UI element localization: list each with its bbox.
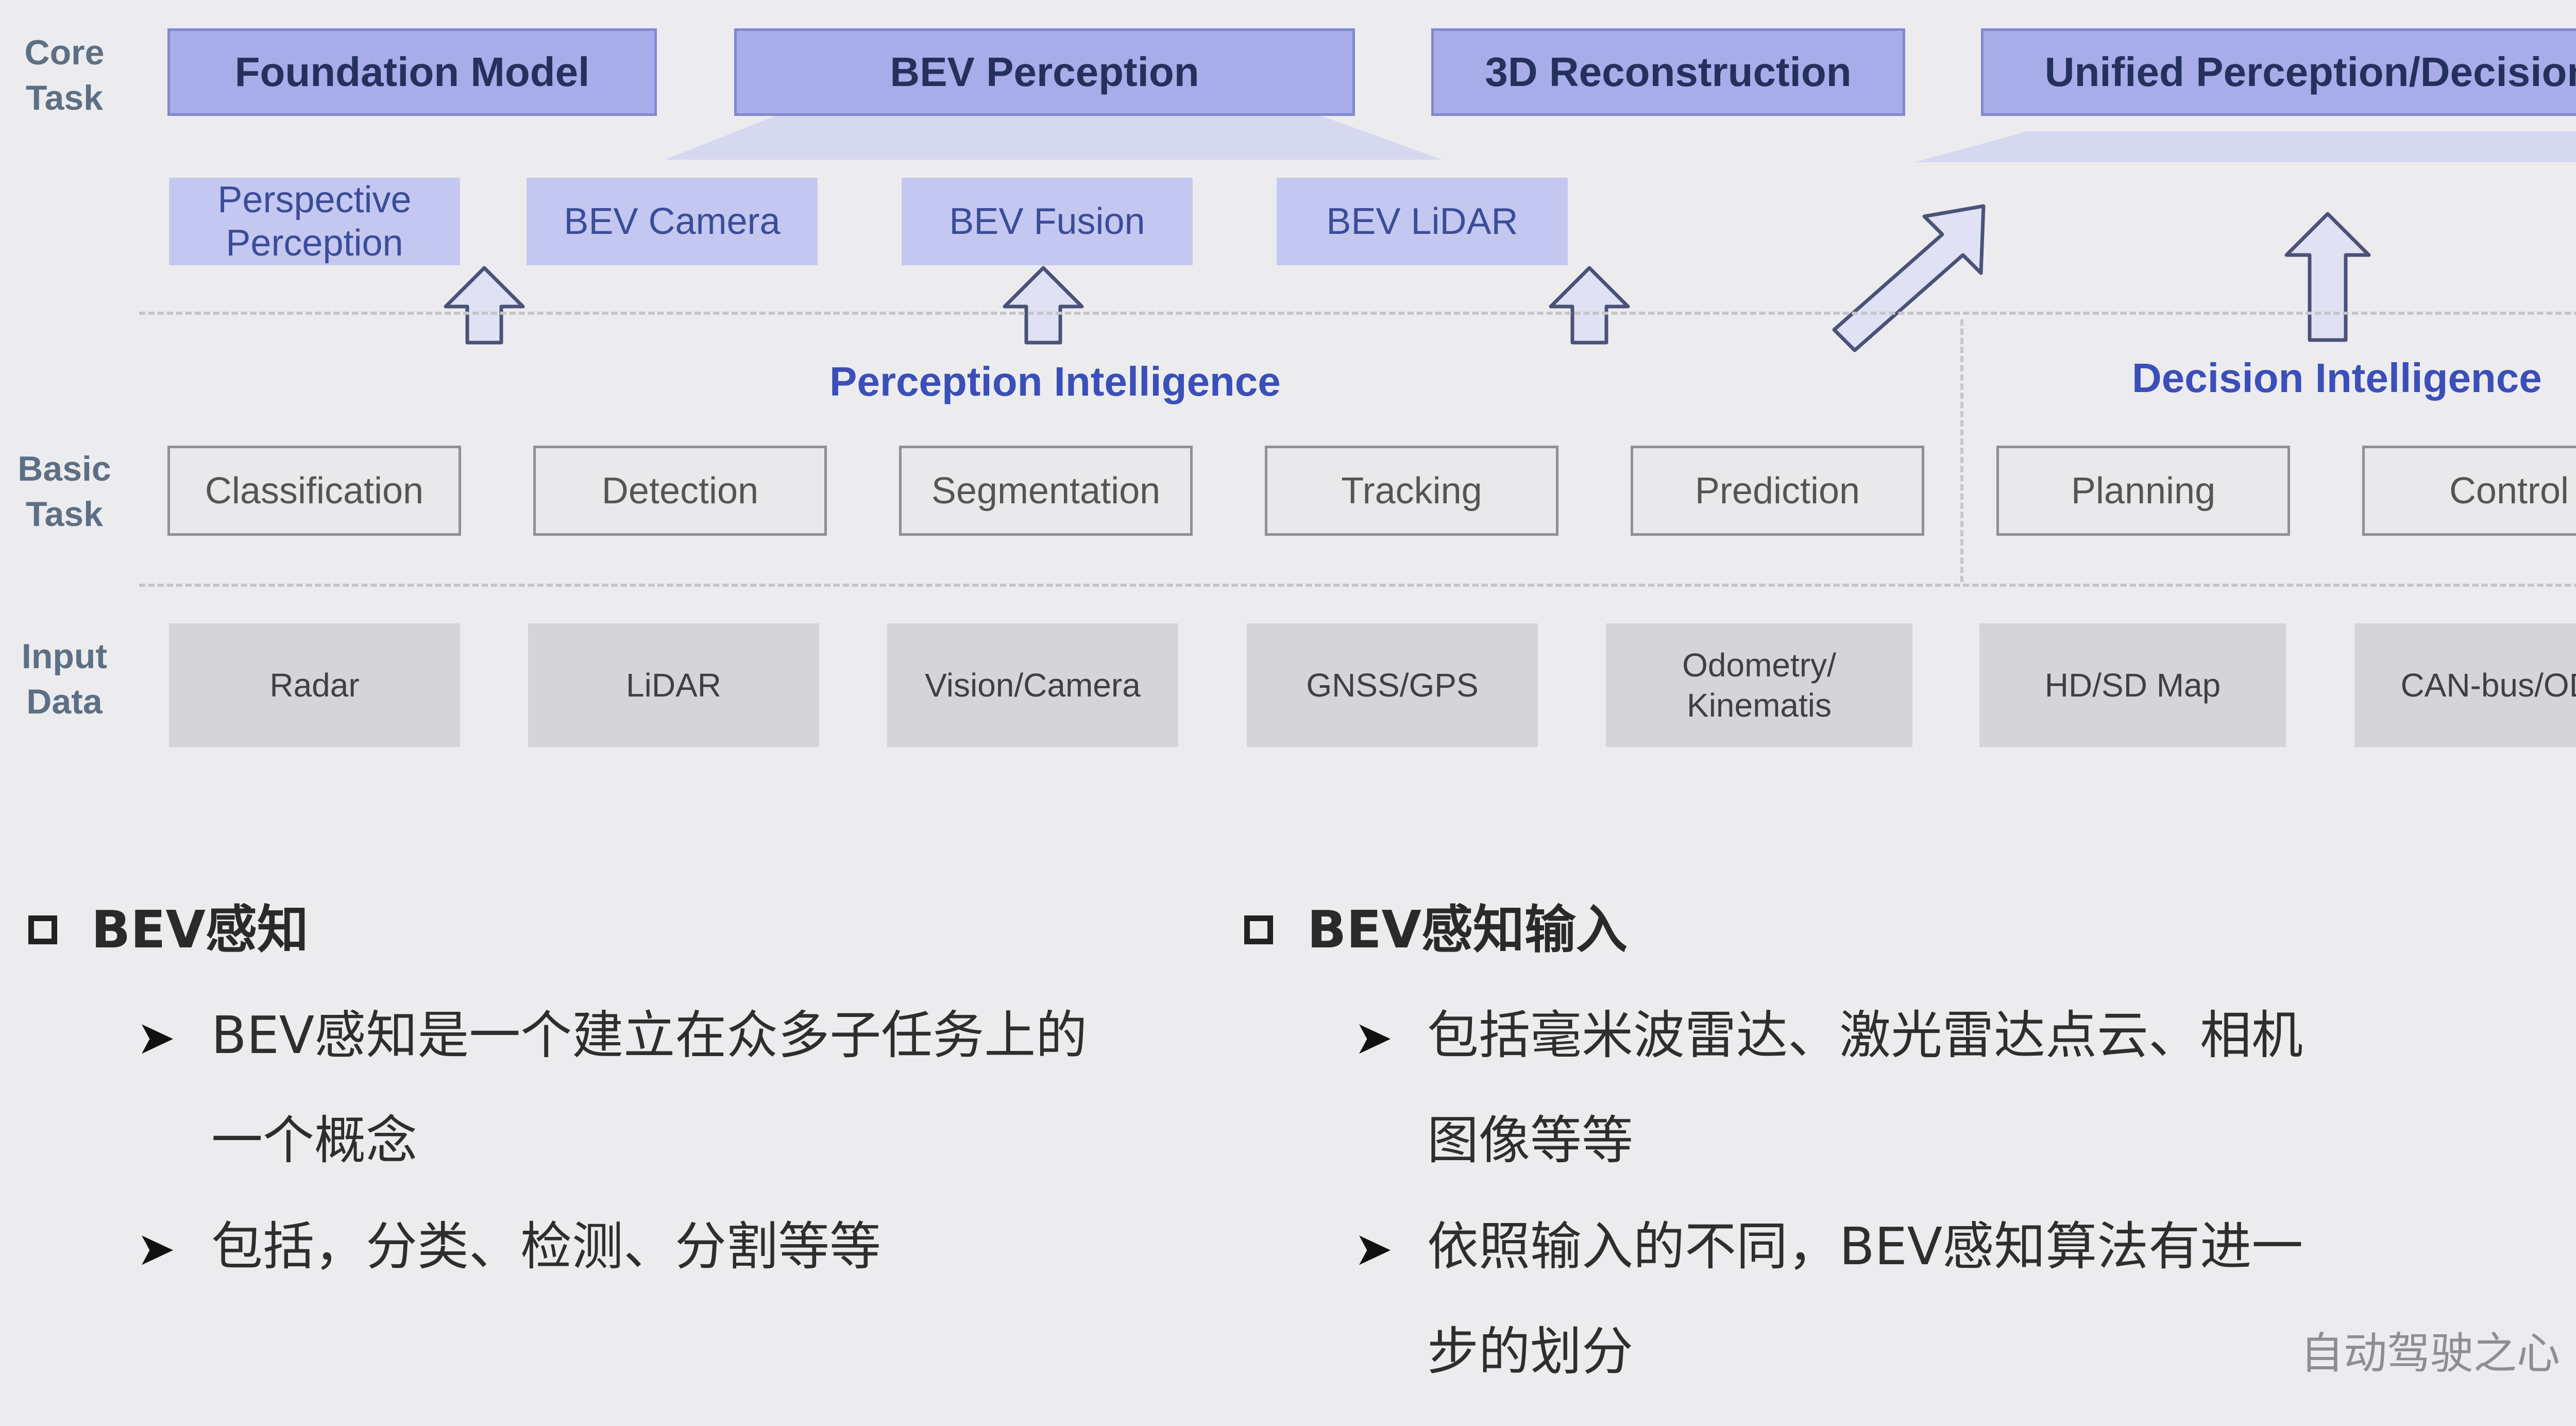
- core-task-bev-perception: BEV Perception: [734, 28, 1355, 116]
- up-arrow-icon: [1549, 266, 1630, 345]
- sub-task-bev-lidar: BEV LiDAR: [1277, 178, 1568, 265]
- right-section-title: BEV感知输入: [1307, 899, 1628, 960]
- up-arrow-icon: [1003, 266, 1084, 345]
- arrow-bullet-icon: ➤: [137, 1011, 176, 1065]
- left-section-heading: BEV感知: [28, 894, 309, 966]
- perception-intelligence-title: Perception Intelligence: [829, 359, 1281, 404]
- basic-task-planning: Planning: [1996, 446, 2290, 536]
- dashed-divider: [139, 312, 2576, 315]
- sub-task-perspective-perception: Perspective Perception: [169, 178, 460, 265]
- input-vision-camera: Vision/Camera: [887, 623, 1178, 747]
- basic-task-segmentation: Segmentation: [899, 446, 1193, 536]
- core-task-brackets: [665, 116, 2576, 162]
- core-task-3d-reconstruction: 3D Reconstruction: [1431, 28, 1905, 116]
- decision-intelligence-title: Decision Intelligence: [2132, 355, 2542, 401]
- right-bullet-1: 包括毫米波雷达、激光雷达点云、相机 图像等等: [1427, 1005, 2303, 1170]
- basic-task-prediction: Prediction: [1631, 446, 1924, 536]
- row-label-input-data: Input Data: [21, 637, 108, 721]
- basic-task-detection: Detection: [533, 446, 827, 536]
- watermark-text: 自动驾驶之心: [2300, 1328, 2561, 1379]
- left-section-title: BEV感知: [91, 899, 309, 960]
- row-label-basic-task: Basic Task: [18, 449, 111, 534]
- arrow-bullet-icon: ➤: [1354, 1011, 1393, 1065]
- input-odometry-kinematis: Odometry/ Kinematis: [1606, 623, 1912, 747]
- bev-perception-bracket: [665, 116, 1443, 160]
- unified-bracket: [1914, 131, 2576, 162]
- diagonal-arrow-icon: [1832, 204, 1986, 352]
- right-section-heading: BEV感知输入: [1244, 894, 1628, 966]
- row-label-core-task: Core Task: [24, 33, 105, 117]
- core-task-foundation-model: Foundation Model: [167, 28, 657, 116]
- dashed-vertical-divider: [1960, 319, 1963, 582]
- left-bullet-2: 包括，分类、检测、分割等等: [211, 1216, 881, 1277]
- sub-task-bev-fusion: BEV Fusion: [902, 178, 1193, 265]
- arrow-bullet-icon: ➤: [137, 1222, 176, 1276]
- checkbox-icon: [1244, 915, 1273, 944]
- basic-task-classification: Classification: [167, 446, 461, 536]
- checkbox-icon: [28, 915, 57, 944]
- dashed-divider: [139, 584, 2576, 587]
- input-radar: Radar: [169, 623, 460, 747]
- core-task-unified-perception-decision: Unified Perception/Decision: [1981, 28, 2576, 116]
- right-bullet-2: 依照输入的不同，BEV感知算法有进一 步的划分: [1427, 1216, 2303, 1382]
- basic-task-control: Control: [2362, 446, 2576, 536]
- up-arrow-icon: [444, 266, 525, 345]
- input-can-bus-odb: CAN-bus/ODB: [2354, 623, 2576, 747]
- basic-task-tracking: Tracking: [1265, 446, 1558, 536]
- sub-task-bev-camera: BEV Camera: [527, 178, 818, 265]
- input-hd-sd-map: HD/SD Map: [1979, 623, 2286, 747]
- left-bullet-1: BEV感知是一个建立在众多子任务上的 一个概念: [211, 1005, 1088, 1170]
- input-lidar: LiDAR: [528, 623, 819, 747]
- arrow-bullet-icon: ➤: [1354, 1222, 1393, 1276]
- up-arrow-icon: [2284, 212, 2371, 342]
- input-gnss-gps: GNSS/GPS: [1247, 623, 1538, 747]
